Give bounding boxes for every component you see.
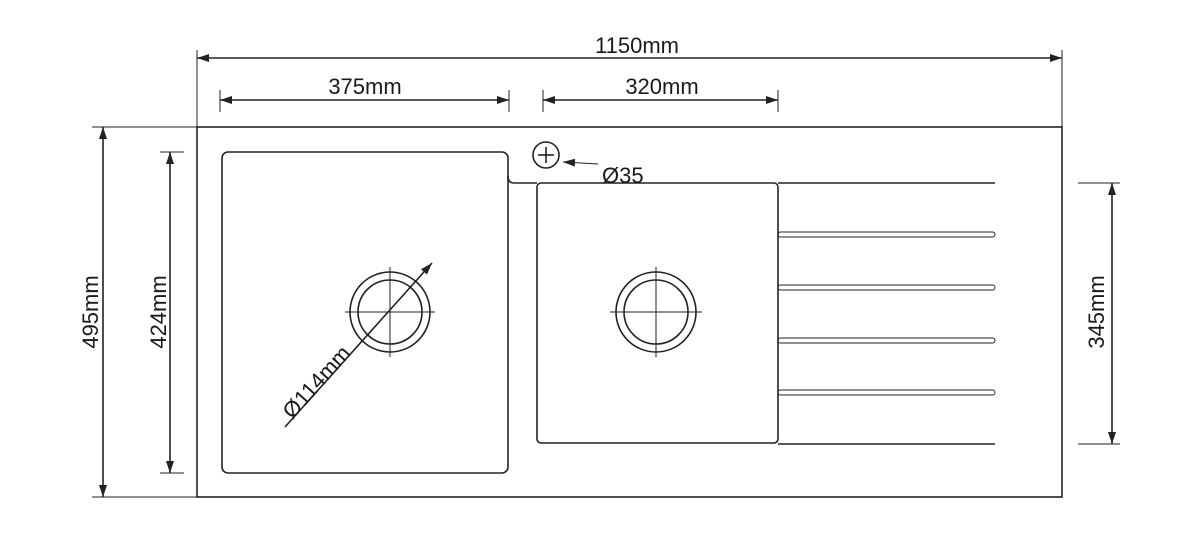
overall-width-label: 1150mm — [595, 33, 679, 58]
drain-groove — [777, 284, 996, 291]
drain-diameter-label: Ø114mm — [277, 341, 355, 424]
drain-groove — [777, 231, 996, 238]
overall-width-dimension: 1150mm — [196, 33, 1063, 127]
left-bowl-width-dimension: 375mm — [219, 74, 510, 112]
left-bowl — [221, 151, 509, 474]
left-bowl-depth-dimension: 424mm — [146, 151, 184, 474]
right-bowl — [536, 182, 779, 444]
drain-diameter-dimension: Ø114mm — [277, 262, 433, 428]
overflow-channel — [507, 175, 537, 184]
tap-hole-diameter-label: Ø35 — [602, 163, 644, 188]
sink-outline — [196, 126, 1063, 498]
right-bowl-depth-dimension: 345mm — [1078, 182, 1120, 445]
drain-groove — [777, 337, 996, 344]
right-bowl-width-dimension: 320mm — [542, 74, 779, 112]
drain-groove — [777, 389, 996, 396]
left-drain — [345, 267, 435, 357]
left-bowl-width-label: 375mm — [328, 74, 401, 99]
right-bowl-width-label: 320mm — [625, 74, 698, 99]
right-drain — [610, 267, 702, 357]
drainboard — [777, 182, 996, 445]
tap-hole: Ø35 — [532, 141, 644, 188]
overall-depth-dimension: 495mm — [78, 126, 197, 498]
overall-depth-label: 495mm — [78, 275, 103, 348]
right-bowl-depth-label: 345mm — [1084, 275, 1109, 348]
left-bowl-depth-label: 424mm — [146, 275, 171, 348]
